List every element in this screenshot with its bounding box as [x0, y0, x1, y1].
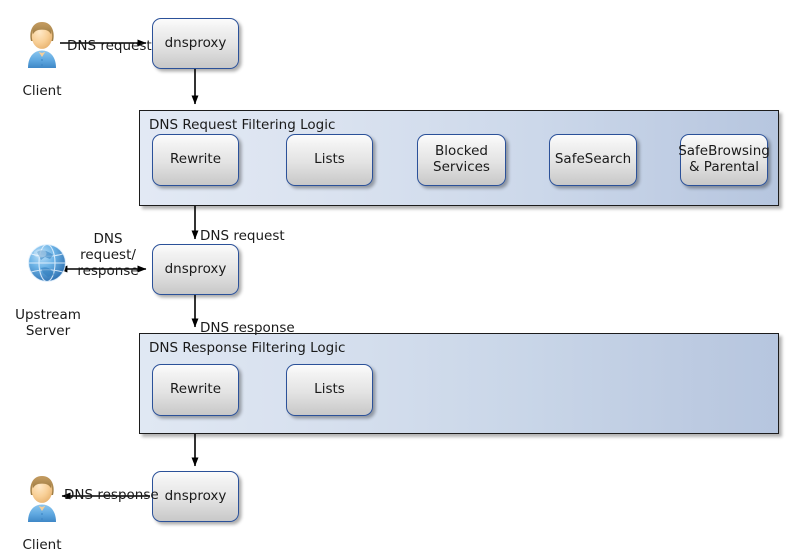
edge-label-text: DNS request/ response	[77, 230, 139, 279]
edge-label-upstream-exchange: DNS request/ response	[76, 216, 140, 280]
caption-text: Upstream Server	[15, 306, 81, 339]
caption-client-top: Client	[12, 68, 72, 100]
node-dnsproxy-top[interactable]: dnsproxy	[152, 18, 239, 69]
edge-label-text: DNS response	[200, 319, 295, 336]
caption-upstream-server: Upstream Server	[4, 292, 92, 340]
globe-icon	[27, 243, 67, 283]
node-label: SafeBrowsing & Parental	[678, 143, 770, 175]
caption-text: Client	[22, 536, 62, 553]
node-resp-rewrite[interactable]: Rewrite	[152, 364, 239, 416]
edge-label-group-to-proxy-request: DNS request	[200, 213, 285, 245]
node-label: Blocked Services	[433, 143, 490, 175]
node-label: Rewrite	[169, 381, 222, 398]
edge-label-text: DNS response	[64, 486, 159, 503]
group-title-response-filtering: DNS Response Filtering Logic	[149, 340, 346, 356]
edge-label-text: DNS request	[67, 37, 152, 54]
edge-label-proxy-to-group-response: DNS response	[200, 305, 295, 337]
user-icon	[28, 22, 56, 68]
group-response-filtering: DNS Response Filtering Logic	[139, 333, 779, 434]
node-label: dnsproxy	[164, 34, 227, 51]
node-req-safesearch[interactable]: SafeSearch	[549, 134, 637, 186]
node-label: Lists	[314, 151, 345, 168]
node-label: dnsproxy	[164, 487, 227, 504]
node-label: Rewrite	[169, 151, 222, 168]
group-title-request-filtering: DNS Request Filtering Logic	[149, 117, 336, 133]
node-req-rewrite[interactable]: Rewrite	[152, 134, 239, 186]
node-resp-lists[interactable]: Lists	[286, 364, 373, 416]
user-icon	[28, 476, 56, 522]
node-dnsproxy-middle[interactable]: dnsproxy	[152, 244, 239, 295]
node-dnsproxy-bottom[interactable]: dnsproxy	[152, 471, 239, 522]
caption-text: Client	[22, 82, 62, 99]
node-req-safebrowsing-parental[interactable]: SafeBrowsing & Parental	[678, 134, 770, 186]
node-label: SafeSearch	[554, 151, 632, 168]
edge-label-client-to-proxy-request: DNS request	[67, 23, 152, 55]
edge-label-text: DNS request	[200, 227, 285, 244]
node-label: dnsproxy	[164, 260, 227, 277]
node-req-lists[interactable]: Lists	[286, 134, 373, 186]
edge-label-proxy-to-client-response: DNS response	[64, 472, 159, 504]
node-label: Lists	[314, 381, 345, 398]
node-req-blocked-services[interactable]: Blocked Services	[417, 134, 506, 186]
caption-client-bottom: Client	[12, 522, 72, 554]
